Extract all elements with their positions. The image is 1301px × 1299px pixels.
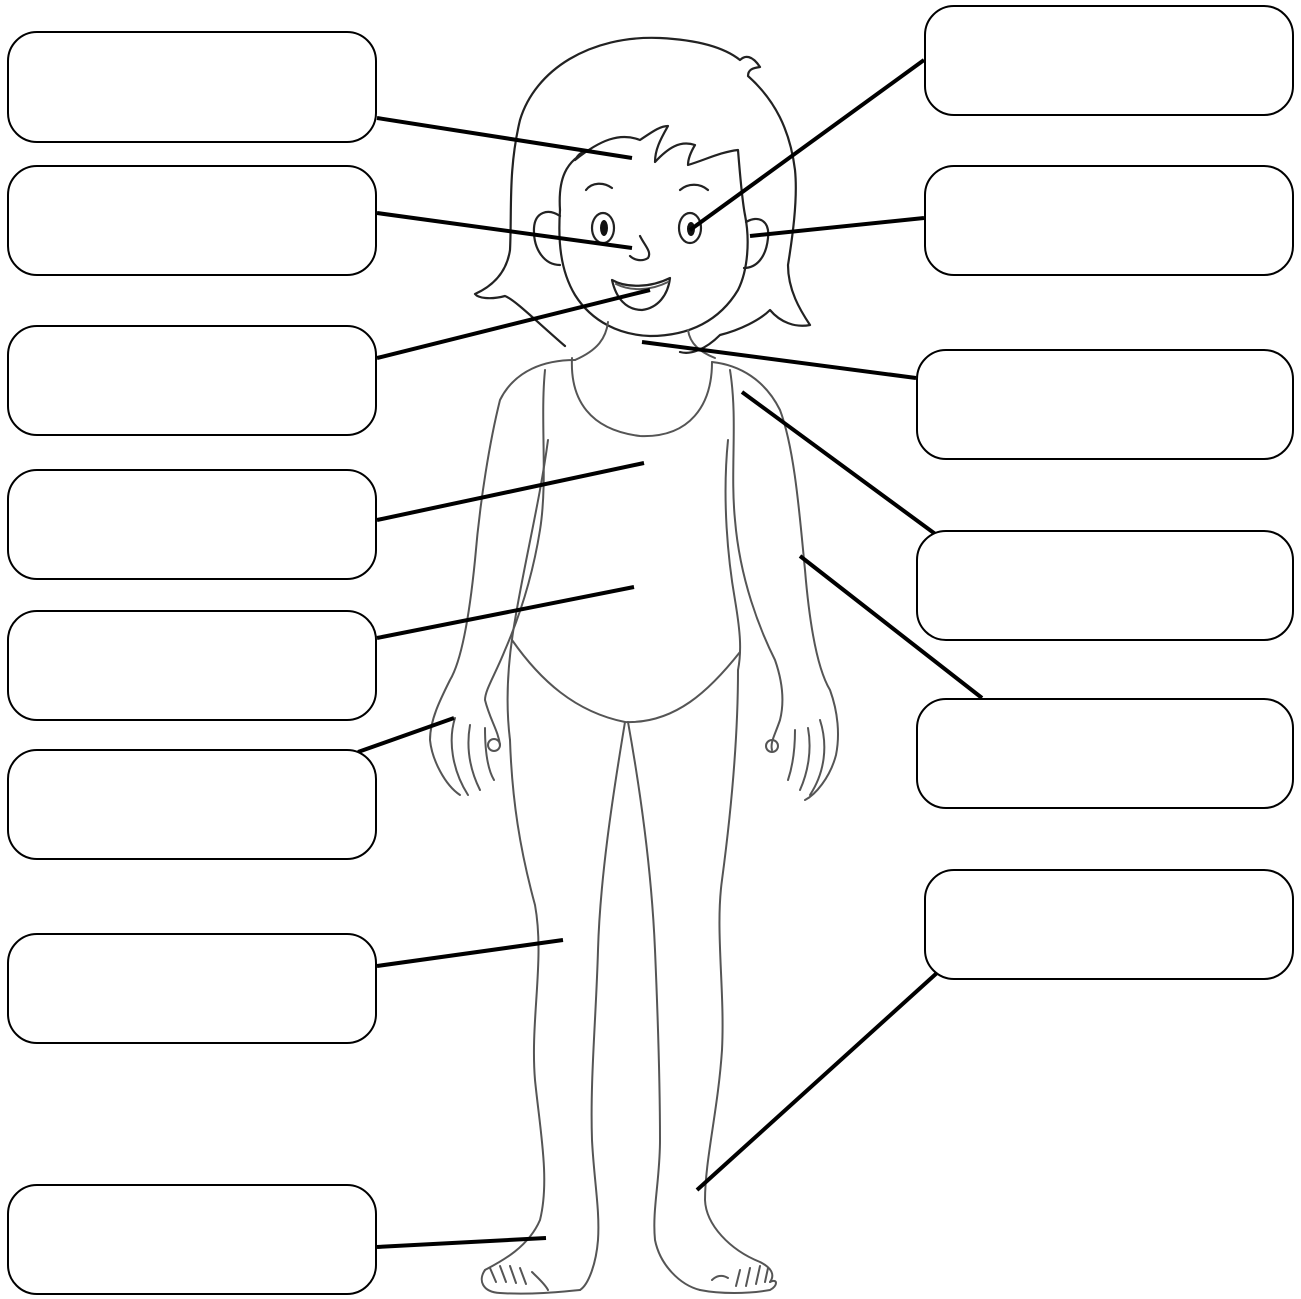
leader-line-left-4 <box>377 463 644 520</box>
swimsuit-neckline <box>572 358 712 436</box>
leader-line-right-3 <box>642 342 916 378</box>
leader-line-left-7 <box>377 940 563 966</box>
hair-fringe <box>560 126 745 215</box>
left-leg-outer <box>485 740 544 1270</box>
label-box-left-2[interactable] <box>7 165 377 276</box>
hair-outline <box>475 38 810 353</box>
label-box-left-1[interactable] <box>7 31 377 143</box>
leader-line-right-1 <box>690 60 924 230</box>
leader-line-right-6 <box>697 972 938 1190</box>
leader-line-left-1 <box>377 118 632 158</box>
label-box-right-5[interactable] <box>916 698 1294 809</box>
label-box-right-4[interactable] <box>916 530 1294 641</box>
swimsuit-leg-line <box>512 640 740 722</box>
right-toes <box>712 1266 768 1286</box>
left-pupil <box>600 220 608 236</box>
girl-figure <box>430 38 838 1294</box>
left-thumb-nail <box>488 739 500 751</box>
leader-line-left-5 <box>377 587 634 638</box>
right-eyebrow <box>680 185 708 190</box>
nose <box>630 236 649 260</box>
label-box-left-3[interactable] <box>7 325 377 436</box>
label-box-left-4[interactable] <box>7 469 377 580</box>
leader-line-right-2 <box>750 218 924 236</box>
label-box-right-6[interactable] <box>924 869 1294 980</box>
label-box-left-5[interactable] <box>7 610 377 721</box>
right-leg-outer <box>705 670 772 1282</box>
face-outline <box>559 210 747 336</box>
label-box-right-2[interactable] <box>924 165 1294 276</box>
label-box-right-1[interactable] <box>924 5 1294 116</box>
label-box-left-7[interactable] <box>7 933 377 1044</box>
right-leg-inner <box>628 722 700 1290</box>
leader-line-right-4 <box>742 392 938 536</box>
neck-left <box>575 322 608 360</box>
label-box-left-8[interactable] <box>7 1184 377 1295</box>
label-box-left-6[interactable] <box>7 749 377 860</box>
left-hand-fingers <box>452 718 494 795</box>
left-eyebrow <box>586 184 612 190</box>
left-toes <box>490 1266 548 1290</box>
right-hand-fingers <box>788 720 824 795</box>
label-box-right-3[interactable] <box>916 349 1294 460</box>
leader-line-left-6 <box>358 718 454 752</box>
left-leg-inner <box>580 722 625 1290</box>
leader-lines <box>358 60 982 1247</box>
